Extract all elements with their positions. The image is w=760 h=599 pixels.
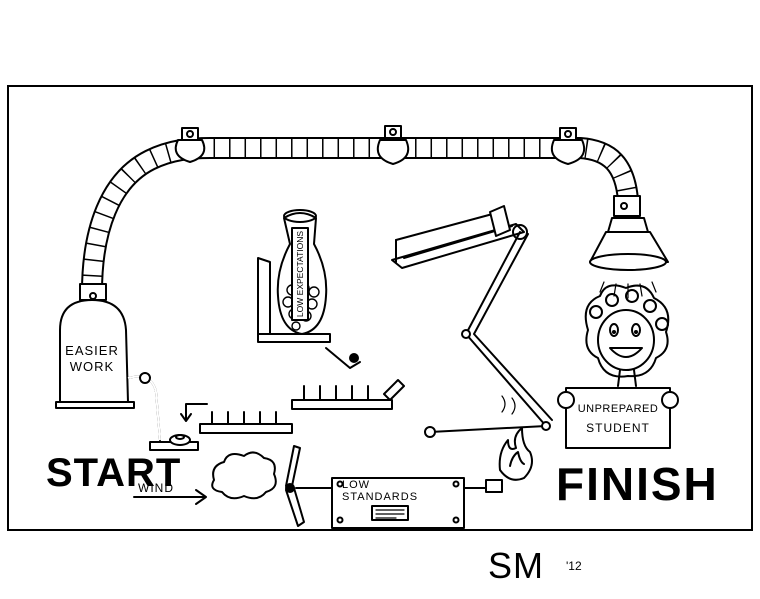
start-title: START [46, 451, 181, 495]
wind-cloud [211, 451, 277, 500]
pipe-clamp-middle [376, 125, 410, 165]
tank-hose [127, 372, 161, 441]
tank-label-line1: EASIER [65, 343, 119, 358]
comb-rack-upper [291, 379, 405, 410]
sign-label-line2: STUDENT [586, 421, 650, 435]
signature-initials: SM [488, 545, 544, 586]
small-ramp [325, 347, 361, 369]
bottle-label: LOW EXPECTATIONS [295, 231, 305, 317]
overhead-pipe [81, 137, 639, 303]
track-lever-arm [391, 205, 553, 438]
comb-rack-lower [199, 411, 293, 434]
pipe-clamp-left [174, 127, 206, 163]
sign-label-line1: UNPREPARED [578, 403, 659, 415]
tank-label-line2: WORK [70, 359, 114, 374]
student-character: UNPREPARED STUDENT [557, 284, 679, 449]
start-button-device [149, 434, 199, 451]
easier-work-tank: EASIER WORK [55, 283, 135, 409]
box-label-line2: STANDARDS [342, 491, 418, 503]
low-standards-box: LOW STANDARDS [295, 477, 503, 529]
low-expectations-bottle: LOW EXPECTATIONS [257, 209, 331, 343]
pipe-clamp-right [550, 127, 586, 165]
down-arrow-icon [180, 403, 208, 422]
flame-icon [498, 395, 533, 481]
signature-year: '12 [566, 559, 582, 573]
wind-arrow-icon [133, 489, 207, 505]
fan-propeller-icon [285, 445, 305, 527]
wind-label: WIND [138, 481, 174, 495]
box-label-line1: LOW [342, 479, 370, 491]
finish-title: FINISH [556, 458, 719, 510]
